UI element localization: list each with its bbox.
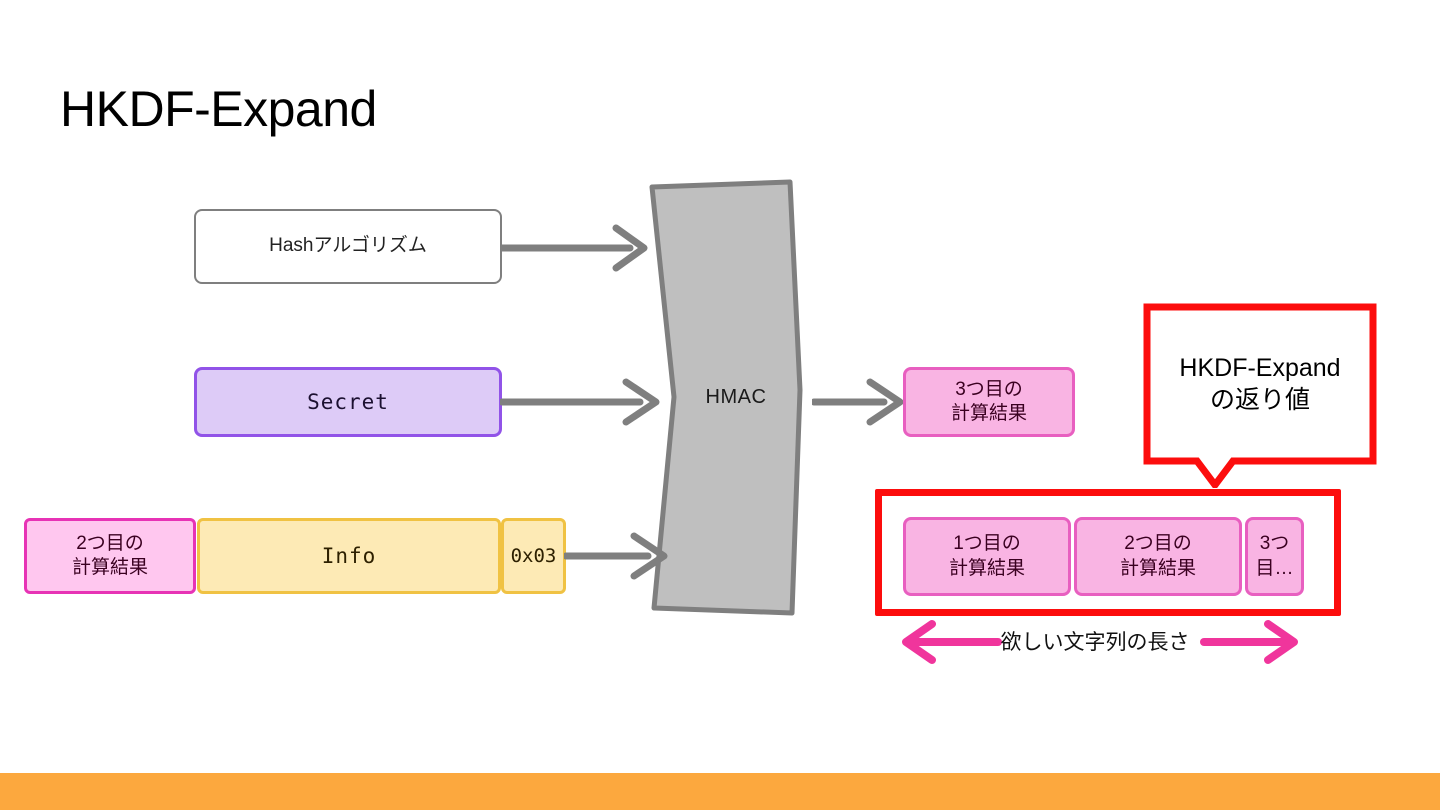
return-value-callout bbox=[1143, 303, 1377, 488]
previous-result-box[interactable]: 2つ目の 計算結果 bbox=[24, 518, 196, 594]
arrow-secret-to-hmac bbox=[500, 378, 660, 426]
info-box[interactable]: Info bbox=[197, 518, 501, 594]
counter-byte-box[interactable]: 0x03 bbox=[501, 518, 566, 594]
hmac-label-wrap: HMAC bbox=[630, 165, 820, 630]
result-block-2[interactable]: 2つ目の 計算結果 bbox=[1074, 517, 1242, 596]
result-block-3[interactable]: 3つ 目… bbox=[1245, 517, 1304, 596]
result-block-3-label: 3つ 目… bbox=[1255, 532, 1293, 581]
result-block-2-line1: 2つ目の bbox=[1124, 533, 1192, 555]
result-block-1[interactable]: 1つ目の 計算結果 bbox=[903, 517, 1071, 596]
result-block-1-line2: 計算結果 bbox=[948, 557, 1025, 579]
current-result-line2: 計算結果 bbox=[950, 403, 1027, 424]
result-block-2-line2: 計算結果 bbox=[1119, 557, 1196, 579]
hmac-label: HMAC bbox=[705, 386, 767, 408]
arrow-info-to-hmac bbox=[564, 532, 668, 580]
footer-band bbox=[0, 773, 1440, 810]
callout-line1: HKDF-Expand bbox=[1179, 353, 1341, 382]
length-double-arrow bbox=[902, 620, 1298, 664]
result-block-1-label: 1つ目の 計算結果 bbox=[949, 532, 1025, 581]
previous-result-label: 2つ目の 計算結果 bbox=[72, 532, 148, 581]
result-block-1-line1: 1つ目の bbox=[953, 533, 1021, 555]
counter-byte-label: 0x03 bbox=[510, 544, 557, 567]
hash-algorithm-box[interactable]: Hashアルゴリズム bbox=[194, 209, 502, 284]
result-block-3-line2: 目… bbox=[1255, 557, 1294, 579]
current-result-box[interactable]: 3つ目の 計算結果 bbox=[903, 367, 1075, 437]
callout-text-wrap: HKDF-Expand の返り値 bbox=[1143, 303, 1377, 465]
result-block-2-label: 2つ目の 計算結果 bbox=[1120, 532, 1196, 581]
arrow-hash-to-hmac bbox=[500, 224, 648, 272]
hmac-shape bbox=[649, 179, 803, 616]
previous-result-line2: 計算結果 bbox=[71, 557, 148, 578]
info-label: Info bbox=[321, 543, 377, 568]
secret-label: Secret bbox=[307, 389, 389, 414]
result-block-3-line1: 3つ bbox=[1259, 533, 1290, 555]
current-result-label: 3つ目の 計算結果 bbox=[951, 378, 1027, 427]
hash-algorithm-label: Hashアルゴリズム bbox=[269, 235, 427, 257]
length-label: 欲しい文字列の長さ bbox=[1000, 631, 1190, 654]
previous-result-line1: 2つ目の bbox=[76, 532, 144, 554]
arrow-hmac-to-output bbox=[812, 378, 904, 426]
secret-box[interactable]: Secret bbox=[194, 367, 502, 437]
page-title: HKDF-Expand bbox=[60, 81, 377, 137]
callout-line2: の返り値 bbox=[1209, 386, 1310, 414]
length-label-wrap: 欲しい文字列の長さ bbox=[995, 625, 1195, 657]
callout-text: HKDF-Expand の返り値 bbox=[1179, 352, 1340, 417]
current-result-line1: 3つ目の bbox=[955, 378, 1023, 400]
